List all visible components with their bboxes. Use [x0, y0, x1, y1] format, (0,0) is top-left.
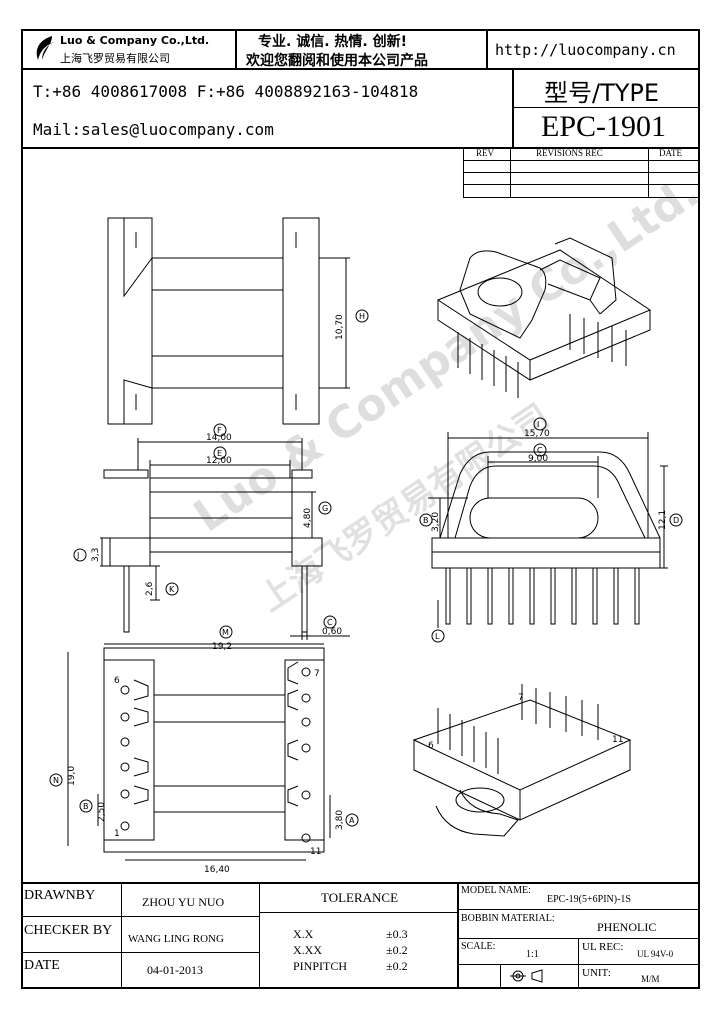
isometric-view-top: [436, 237, 652, 398]
dim-bot-w: 16,40: [204, 865, 230, 875]
scale-label: SCALE:: [461, 941, 496, 952]
front-view: [419, 417, 683, 643]
date-label: DATE: [24, 958, 60, 973]
dim-side-f-mark: F: [217, 426, 222, 435]
pin-label-11: 11: [310, 847, 321, 857]
dim-bot-b-mark: B: [83, 802, 89, 811]
tol-3-label: PINPITCH: [293, 959, 348, 973]
slogan-line-1: 专业. 诚信. 热情. 创新!: [258, 34, 407, 50]
company-name-en: Luo & Company Co.,Ltd.: [60, 34, 210, 47]
dim-front-b2: 3,20: [431, 512, 441, 532]
dim-bot-n: 19,0: [67, 766, 77, 786]
top-view: [107, 217, 369, 425]
dim-front-l-mark: L: [435, 632, 440, 641]
revisions-col-date: DATE: [659, 148, 682, 158]
ul-value: UL 94V-0: [637, 949, 674, 959]
revisions-table: REV REVISIONS REC DATE: [463, 148, 700, 198]
tolerance-label: TOLERANCE: [321, 890, 399, 905]
dim-bot-b: 2,50: [97, 802, 107, 822]
title-block: DRAWNBY ZHOU YU NUO CHECKER BY WANG LING…: [21, 882, 700, 989]
sheet-border: [21, 29, 700, 989]
dim-side-g-mark: G: [322, 504, 328, 513]
header-type-hline: [512, 107, 700, 108]
header-divider-1: [235, 29, 237, 69]
dim-front-b2-mark: B: [423, 516, 429, 525]
checker-value: WANG LING RONG: [128, 933, 224, 945]
scale-value: 1:1: [526, 949, 539, 960]
tol-3-value: ±0.2: [386, 959, 408, 973]
side-view: [73, 423, 350, 640]
pin-label-1: 1: [114, 829, 120, 839]
header-hline-1: [21, 68, 700, 70]
dim-side-c: 0,60: [322, 627, 342, 637]
type-label: 型号/TYPE: [544, 79, 660, 107]
company-logo-icon: [36, 36, 54, 60]
projection-symbol-icon: [510, 969, 543, 983]
phone-fax-text: T:+86 4008617008 F:+86 4008892163-104818: [33, 82, 419, 101]
dim-side-j-mark: J: [76, 551, 79, 560]
bobbin-value: PHENOLIC: [597, 920, 657, 934]
dim-side-e: 12,00: [206, 456, 232, 466]
pin-label-6: 6: [114, 676, 120, 686]
dim-side-j: 3,3: [91, 548, 101, 562]
model-value: EPC-19(5+6PIN)-1S: [547, 894, 631, 905]
drawnby-value: ZHOU YU NUO: [142, 895, 225, 909]
unit-label: UNIT:: [582, 967, 611, 979]
dim-bot-m-mark: M: [222, 628, 229, 637]
dim-side-f: 14,00: [206, 433, 232, 443]
date-value: 04-01-2013: [147, 963, 203, 977]
unit-value: M/M: [641, 974, 660, 984]
dim-top-h: 10,70: [335, 314, 345, 340]
tol-2-value: ±0.2: [386, 943, 408, 957]
header-hline-2: [21, 147, 700, 149]
tol-1-value: ±0.3: [386, 927, 408, 941]
dim-side-k-mark: K: [169, 585, 175, 594]
bottom-view: [49, 625, 359, 861]
type-value: EPC-1901: [541, 110, 667, 143]
iso-pin-label-11: 11: [612, 735, 623, 745]
iso-pin-label-6: 6: [428, 741, 434, 751]
dim-side-g: 4,80: [303, 508, 313, 528]
drawnby-label: DRAWNBY: [24, 888, 96, 903]
tol-1-label: X.X: [293, 927, 314, 941]
dim-bot-a-mark: A: [349, 816, 355, 825]
dim-side-e-mark: E: [217, 449, 222, 458]
dim-side-k: 2,6: [145, 581, 155, 596]
dim-top-h-mark: H: [359, 312, 365, 321]
header-type-divider: [512, 68, 514, 148]
iso-pin-label-7: 7: [518, 693, 524, 703]
dim-bot-a: 3,80: [335, 810, 345, 830]
model-label: MODEL NAME:: [461, 885, 531, 896]
bobbin-label: BOBBIN MATERIAL:: [461, 913, 555, 924]
company-name-cn: 上海飞罗贸易有限公司: [60, 52, 170, 65]
tol-2-label: X.XX: [293, 943, 322, 957]
dim-front-i-mark: I: [537, 420, 539, 429]
dim-front-d: 12,1: [658, 510, 668, 530]
isometric-view-bottom: [412, 684, 632, 837]
email-link[interactable]: Mail:sales@luocompany.com: [33, 120, 274, 139]
dim-side-c-mark: C: [327, 618, 333, 627]
dim-front-c2-mark: C: [537, 446, 543, 455]
revisions-col-rec: REVISIONS REC: [536, 148, 603, 158]
dim-front-i: 15,70: [524, 429, 550, 439]
header-divider-2: [486, 29, 488, 69]
dim-bot-m: 19,2: [212, 642, 232, 652]
slogan-line-2: 欢迎您翻阅和使用本公司产品: [246, 53, 428, 69]
website-link[interactable]: http://luocompany.cn: [495, 41, 676, 59]
checker-label: CHECKER BY: [24, 923, 113, 938]
dim-front-c2: 9,00: [528, 454, 548, 464]
ul-label: UL REC:: [582, 941, 624, 953]
dim-bot-n-mark: N: [53, 776, 59, 785]
dim-front-d-mark: D: [673, 516, 679, 525]
revisions-col-rev: REV: [476, 148, 494, 158]
pin-label-7: 7: [314, 669, 320, 679]
